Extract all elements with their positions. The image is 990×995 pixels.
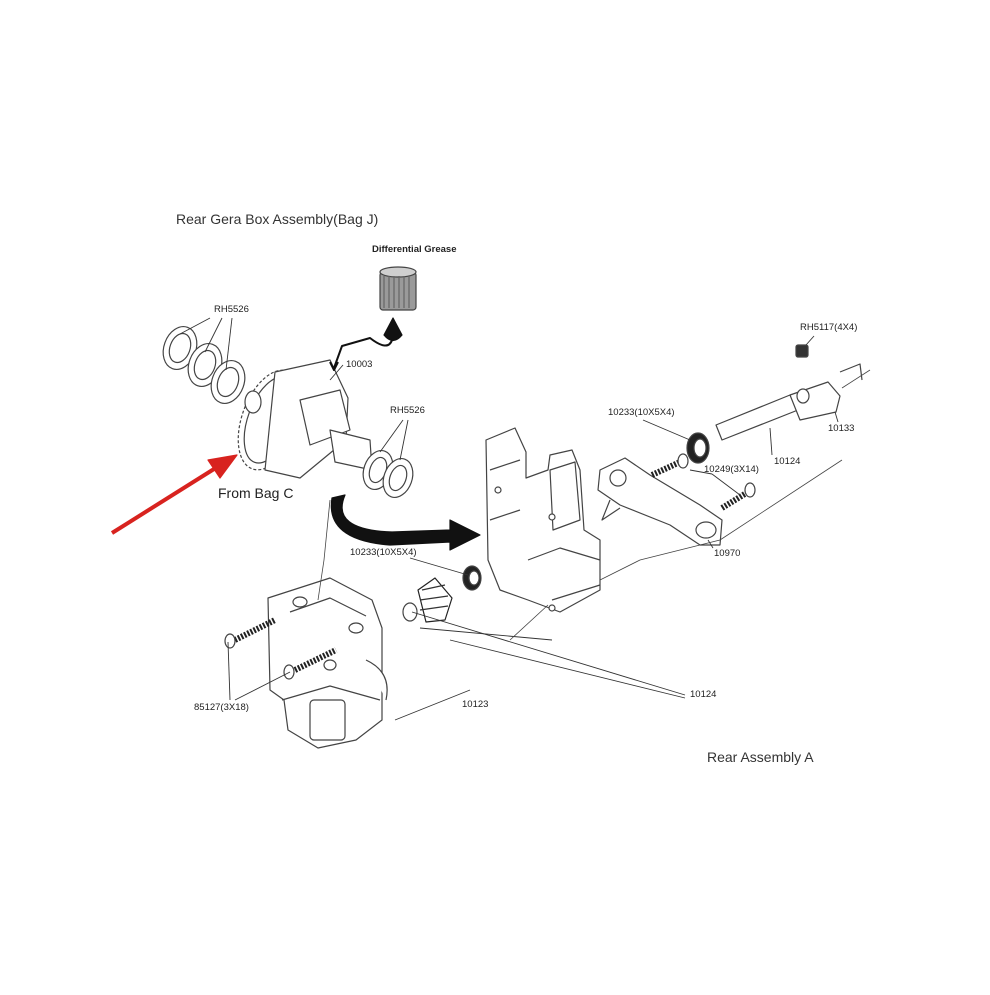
washer-group-left [162, 326, 246, 404]
from-bag-label: From Bag C [218, 485, 294, 501]
part-label-rh5117: RH5117(4X4) [800, 322, 858, 333]
part-label-85127: 85127(3X18) [194, 702, 249, 713]
diagram-title: Rear Gera Box Assembly(Bag J) [176, 211, 379, 227]
part-label-10249: 10249(3X14) [704, 464, 759, 475]
part-label-10123: 10123 [462, 699, 489, 710]
assembly-guides [317, 369, 871, 641]
part-label-10124-shaft: 10124 [774, 456, 801, 467]
part-label-rh5526-mid: RH5526 [390, 405, 425, 416]
part-label-rh5526-top: RH5526 [214, 304, 249, 315]
screws-10249 [650, 453, 756, 511]
arm-10970 [597, 457, 723, 546]
black-curved-arrow [330, 494, 481, 551]
set-screw-rh5117 [795, 344, 809, 358]
part-label-10233-left: 10233(10X5X4) [350, 547, 417, 558]
part-label-10233-right: 10233(10X5X4) [608, 407, 675, 418]
part-label-10970: 10970 [714, 548, 741, 559]
diagram-subtitle: Rear Assembly A [707, 749, 814, 765]
washer-group-right [362, 450, 414, 498]
grease-tube [329, 266, 417, 371]
part-label-10133: 10133 [828, 423, 855, 434]
grease-label: Differential Grease [372, 244, 457, 255]
screws-85127 [224, 617, 338, 680]
pinion-gear [402, 565, 482, 623]
part-label-10124-bottom: 10124 [690, 689, 717, 700]
red-arrow [110, 454, 238, 535]
center-housing [485, 427, 601, 613]
gearbox-housing-10123 [267, 577, 388, 749]
shaft-10124 [715, 363, 863, 441]
bearing-10233-right [686, 432, 710, 464]
part-label-10003: 10003 [346, 359, 373, 370]
differential-10003 [237, 359, 373, 479]
leader-lines [179, 317, 839, 721]
